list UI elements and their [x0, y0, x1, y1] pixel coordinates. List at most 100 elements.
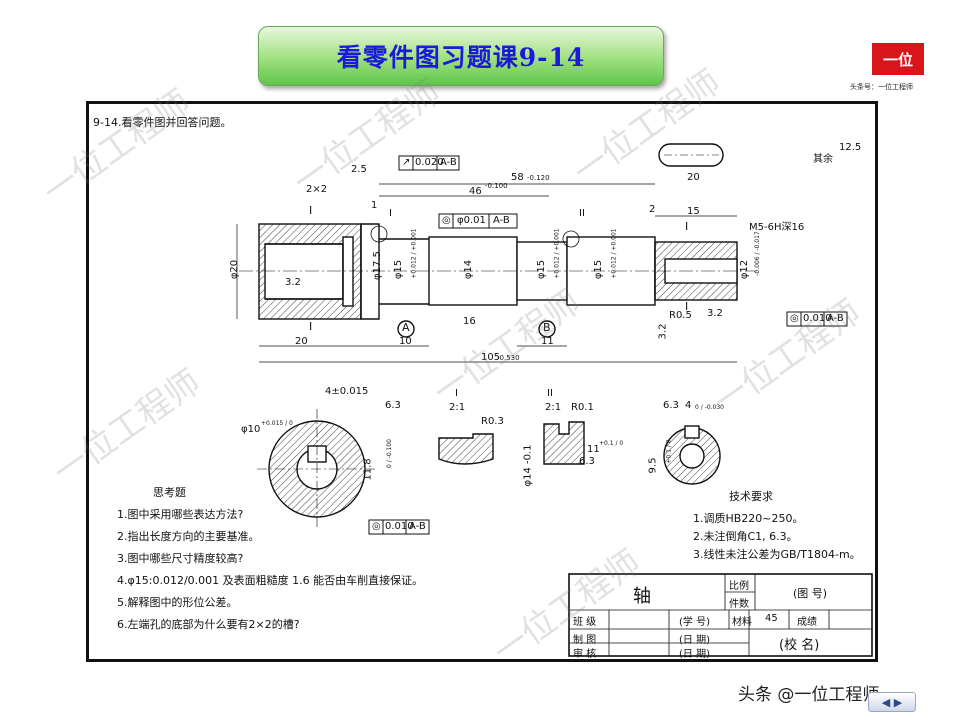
dim-20-bottom: 20 — [295, 336, 308, 347]
dim-20-top: 20 — [687, 172, 700, 183]
question-3: 3.图中哪些尺寸精度较高? — [117, 552, 244, 565]
requirements-heading: 技术要求 — [729, 490, 773, 503]
slide-nav-button[interactable]: ◀ ▶ — [868, 692, 916, 712]
dim-10: 10 — [399, 336, 412, 347]
dim-11-b: 11 — [587, 444, 600, 455]
title-block-class-label: 班 级 — [573, 617, 597, 628]
title-block-score-label: 成绩 — [797, 617, 817, 628]
detail-i-label: I — [455, 388, 458, 399]
dim-dia-15-c: φ15 — [593, 259, 605, 280]
title-block-material: 45 — [765, 613, 778, 624]
dim-dia-15-c-tolerance: +0.012 / +0.001 — [610, 228, 618, 279]
slide-nav-label: ◀ ▶ — [881, 695, 903, 709]
tolerance-1-datum: A-B — [440, 157, 457, 168]
dim-dia-14-tolerance: φ14 -0.1 — [522, 444, 534, 487]
detail-i-ratio: 2:1 — [449, 402, 466, 413]
title-block-count-label: 件数 — [729, 599, 749, 610]
dim-dia-15-b: φ15 — [536, 259, 548, 280]
dim-dia-20: φ20 — [229, 259, 241, 280]
tolerance-1-symbol: ↗ — [402, 157, 411, 168]
tolerance-3-value: 0.010 — [803, 313, 832, 324]
datum-a: A — [402, 321, 410, 334]
detail-ii-label: II — [547, 388, 553, 399]
section-mark-i-right-top: I — [685, 220, 689, 233]
drawing-sheet: 9-14.看零件图并回答问题。 ↗ 0.020 A-B ◎ φ0.01 A-B … — [86, 101, 878, 662]
exercise-prompt: 9-14.看零件图并回答问题。 — [93, 116, 232, 129]
tolerance-4-value: 0.010 — [385, 521, 414, 532]
dim-9-5: 9.5 — [647, 457, 659, 474]
tolerance-3-datum: A-B — [827, 313, 844, 324]
title-block-drawing-number: (图 号) — [793, 587, 828, 600]
title-block-drawn-label: 制 图 — [573, 635, 597, 646]
dim-ra-6-3-a: 6.3 — [385, 400, 401, 411]
dim-ra-6-3-b: 6.3 — [663, 400, 679, 411]
tolerance-4-datum: A-B — [409, 521, 426, 532]
dim-11: 11 — [541, 336, 554, 347]
brand-logo: 一位 — [872, 43, 924, 75]
section-mark-i-top: I — [309, 204, 313, 217]
dim-dia-14: φ14 — [463, 259, 475, 280]
dim-dia-15-a-tolerance: +0.012 / +0.001 — [410, 228, 418, 279]
requirement-1: 1.调质HB220~250。 — [693, 512, 804, 525]
title-block-date-2: (日 期) — [679, 649, 710, 660]
tolerance-1-value: 0.020 — [415, 157, 444, 168]
title-block-part-name: 轴 — [633, 586, 651, 607]
dim-46-tolerance: -0.100 — [485, 182, 508, 190]
tolerance-2-symbol: ◎ — [442, 215, 451, 226]
section-mark-i-right-bottom: I — [685, 300, 689, 313]
rest-roughness-label: 其余 — [813, 154, 833, 165]
dim-46: 46 — [469, 186, 482, 197]
question-1: 1.图中采用哪些表达方法? — [117, 508, 244, 521]
drawing-graphics — [236, 143, 873, 657]
title-block-scale-label: 比例 — [729, 581, 749, 592]
shaft-left-bore — [264, 243, 344, 300]
dim-4-b-tolerance: 0 / -0.030 — [695, 404, 724, 411]
page-title: 看零件图习题课9-14 — [336, 43, 586, 72]
question-6: 6.左端孔的底部为什么要有2×2的槽? — [117, 618, 300, 631]
dim-dia-12: φ12 — [739, 259, 751, 280]
title-banner: 看零件图习题课9-14 — [258, 26, 664, 86]
dim-ra-3-2-c: 3.2 — [657, 323, 669, 340]
tolerance-4-symbol: ◎ — [372, 521, 381, 532]
dim-r0-1: R0.1 — [571, 402, 594, 413]
dim-ra-6-3-c: 6.3 — [579, 456, 595, 467]
dim-1: 1 — [371, 200, 378, 211]
dim-11-8-tolerance: 0 / -0.100 — [386, 439, 393, 468]
title-block-student-number: (学 号) — [679, 617, 710, 628]
dim-2: 2 — [649, 204, 656, 215]
dim-58: 58 — [511, 172, 524, 183]
title-block-date-1: (日 期) — [679, 635, 710, 646]
question-4: 4.φ15:0.012/0.001 及表面粗糙度 1.6 能否由车削直接保证。 — [117, 574, 424, 587]
tolerance-3-symbol: ◎ — [790, 313, 799, 324]
dim-9-5-tolerance: +0.1 / 0 — [665, 439, 673, 464]
dim-11-8: 11.8 — [362, 458, 374, 481]
title-block-school: (校 名) — [779, 638, 820, 653]
title-block-material-label: 材料 — [732, 617, 752, 628]
questions-heading: 思考题 — [153, 486, 186, 499]
logo-text: 一位 — [882, 50, 913, 69]
detail-mark-i: I — [389, 208, 392, 219]
detail-mark-ii: II — [579, 208, 585, 219]
tolerance-2-value: φ0.01 — [457, 215, 486, 226]
dim-16: 16 — [463, 316, 476, 327]
dim-ra-3-2: 3.2 — [285, 277, 301, 288]
dim-dia-15-b-tolerance: +0.012 / +0.001 — [553, 228, 561, 279]
requirement-2: 2.未注倒角C1, 6.3。 — [693, 530, 798, 543]
question-5: 5.解释图中的形位公差。 — [117, 596, 238, 609]
rest-roughness-value: 12.5 — [839, 142, 862, 153]
dim-2-5: 2.5 — [351, 164, 367, 175]
footer-watermark: 头条 @一位工程师 — [738, 685, 880, 705]
dim-58-tolerance: -0.120 — [527, 174, 550, 182]
title-block-check-label: 审 核 — [573, 649, 597, 660]
dim-dia-17-5: φ17.5 — [371, 251, 383, 280]
dim-r0-3: R0.3 — [481, 416, 504, 427]
dim-4-keyway: 4±0.015 — [325, 386, 369, 397]
tolerance-2-datum: A-B — [493, 215, 510, 226]
logo-caption: 头条号：一位工程师 — [850, 83, 913, 91]
shaft-groove — [342, 236, 354, 307]
dim-dia-10: φ10 — [241, 424, 261, 435]
dim-m5-thread: M5-6H深16 — [749, 222, 805, 233]
dim-r0-5: R0.5 — [669, 310, 692, 321]
dim-dia-15-a: φ15 — [393, 259, 405, 280]
section-mark-i-bottom: I — [309, 320, 313, 333]
